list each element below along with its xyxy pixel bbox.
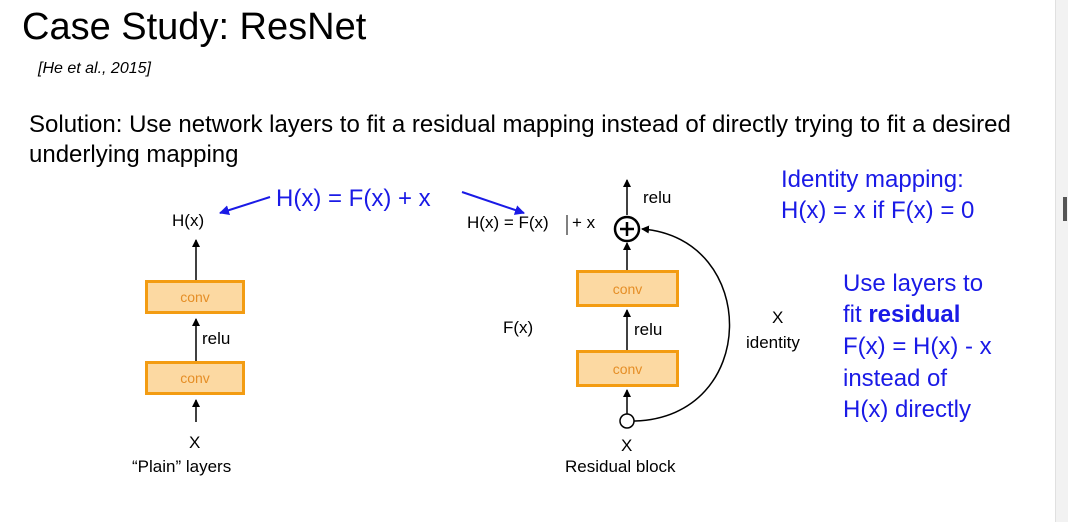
- plain-caption: “Plain” layers: [132, 457, 232, 476]
- skip-x-label: X: [772, 308, 784, 327]
- identity-note-line1: Identity mapping:: [781, 166, 964, 193]
- skip-identity-label: identity: [746, 333, 800, 352]
- plain-conv-bottom: conv: [145, 361, 245, 395]
- center-equation: H(x) = F(x) + x: [276, 185, 431, 212]
- residual-caption: Residual block: [565, 457, 676, 476]
- residual-output-plus-x: + x: [572, 213, 596, 232]
- plain-output-label: H(x): [172, 211, 205, 230]
- citation: [He et al., 2015]: [38, 60, 151, 77]
- blue-arrow-left: [219, 196, 271, 216]
- residual-note-bold: residual: [868, 301, 961, 328]
- blue-arrow-right: [461, 191, 525, 215]
- residual-note-line2: fit residual: [843, 299, 960, 330]
- residual-note-line3: F(x) = H(x) - x: [843, 333, 992, 360]
- solution-text: Solution: Use network layers to fit a re…: [29, 111, 1011, 168]
- residual-note-line4: instead of: [843, 365, 948, 392]
- fx-label: F(x): [503, 318, 534, 337]
- input-node: [619, 413, 635, 429]
- residual-note-line1: Use layers to: [843, 270, 984, 297]
- residual-input-label: X: [621, 436, 633, 455]
- residual-note-prefix: fit: [843, 301, 869, 328]
- plain-relu-label: relu: [202, 329, 231, 348]
- slide-title: Case Study: ResNet: [22, 6, 367, 48]
- skip-connection-curve: [633, 225, 731, 422]
- residual-relu-mid: relu: [634, 320, 663, 339]
- identity-note-line2: H(x) = x if F(x) = 0: [781, 197, 975, 224]
- scrollbar-track[interactable]: [1055, 0, 1068, 522]
- residual-conv-top: conv: [576, 270, 679, 307]
- residual-output-label: H(x) = F(x): [467, 213, 549, 232]
- residual-note-line5: H(x) directly: [843, 396, 972, 423]
- residual-relu-top: relu: [643, 188, 672, 207]
- scrollbar-thumb[interactable]: [1063, 197, 1067, 221]
- residual-conv-bottom: conv: [576, 350, 679, 387]
- plain-input-label: X: [189, 433, 201, 452]
- plain-conv-top: conv: [145, 280, 245, 314]
